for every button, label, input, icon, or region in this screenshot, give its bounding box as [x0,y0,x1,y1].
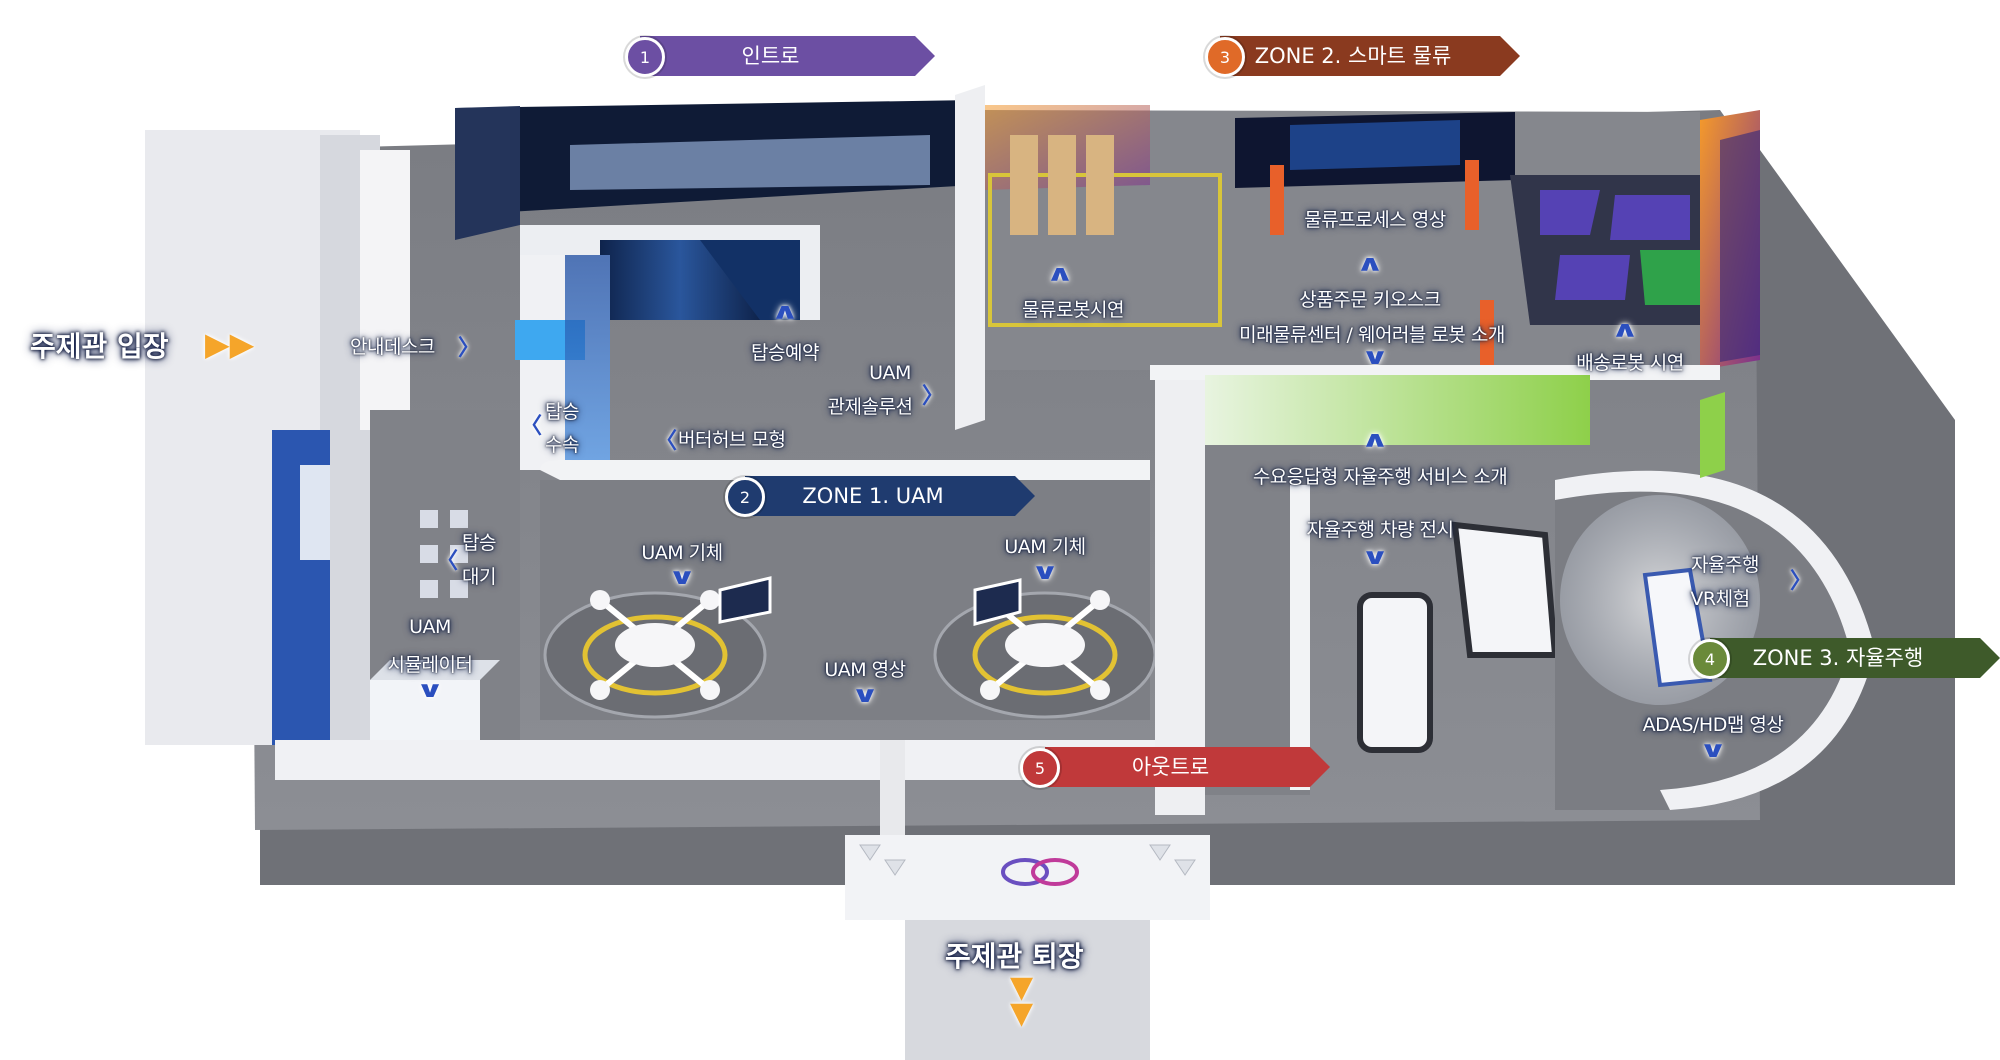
exit-arrow-icon: ▼▼ [1010,970,1034,1031]
label-uam-control-line1: UAM [869,362,911,384]
banner-shape [640,36,935,76]
label-product-kiosk: 상품주문 키오스크 [1299,289,1441,311]
label-uam-video: UAM 영상 [824,659,906,681]
label-vehicle-display: 자율주행 차량 전시 [1306,519,1454,541]
zone-banner-label: ZONE 3. 자율주행 [1752,646,1924,670]
chevron-up-icon: ∨ [1360,428,1390,453]
zone-banner-label: 인트로 [741,44,800,68]
chevron-left-icon: 〉 [436,549,459,574]
label-delivery-robot: 배송로봇 시연 [1576,352,1684,374]
banner-shape [1045,747,1330,787]
label-uam-control-line2: 관제솔루션 [827,396,913,418]
zone-number-badge: 1 [625,37,665,77]
entrance-label: 주제관 입장 [30,330,169,363]
zone-number-badge: 3 [1205,37,1245,77]
chevron-right-icon: 〉 [1790,569,1813,594]
label-uam-aircraft-left: UAM 기체 [641,542,723,564]
chevron-right-icon: 〉 [458,336,481,361]
label-vr-line1: 자율주행 [1691,554,1759,576]
zone-number-badge: 2 [725,477,765,517]
label-adas-video: ADAS/HD맵 영상 [1642,714,1784,736]
zone-banner-label: 아웃트로 [1131,755,1210,779]
chevron-down-icon: ∨ [1030,560,1060,585]
exit-label: 주제관 퇴장 [945,940,1084,973]
label-waiting-line2: 대기 [462,566,496,588]
label-vr-line2: VR체험 [1690,588,1750,610]
label-boarding-pass-line2: 수속 [545,434,579,456]
zone-banner-label: ZONE 1. UAM [802,484,944,508]
chevron-up-icon: ∨ [1355,252,1385,277]
banner-shape [1710,638,2000,678]
label-waiting-line1: 탑승 [462,532,496,554]
label-logistics-robot: 물류로봇시연 [1022,299,1124,321]
zone-banner-intro: 인트로 [640,36,935,76]
chevron-right-icon: 〉 [922,384,945,409]
label-logistics-process-video: 물류프로세스 영상 [1304,209,1446,231]
label-vertiport-model: 버터허브 모형 [678,429,786,451]
chevron-down-icon: ∨ [667,565,697,590]
chevron-left-icon: 〉 [655,429,678,454]
zone-banner-outro: 아웃트로 [1045,747,1330,787]
chevron-down-icon: ∨ [1360,545,1390,570]
label-future-logistics: 미래물류센터 / 웨어러블 로봇 소개 [1239,324,1505,346]
label-simulator-line2: 시뮬레이터 [387,654,473,676]
zone-number-badge: 5 [1020,748,1060,788]
banner-shape [745,476,1035,516]
zone-number-badge: 4 [1690,639,1730,679]
chevron-up-icon: ∨ [1045,262,1075,287]
chevron-up-icon: ∨ [770,300,800,325]
label-booking: 탑승예약 [751,342,819,364]
chevron-left-icon: 〉 [520,414,543,439]
label-demand-service: 수요응답형 자율주행 서비스 소개 [1252,466,1508,488]
label-uam-aircraft-right: UAM 기체 [1004,536,1086,558]
entrance-arrow-icon: ▶▶ [205,325,255,363]
label-info-desk: 안내데스크 [350,336,435,358]
chevron-up-icon: ∨ [1610,318,1640,343]
chevron-down-icon: ∨ [850,683,880,708]
chevron-down-icon: ∨ [1360,345,1390,370]
zone-banner-smart-logistics: ZONE 2. 스마트 물류 [1220,36,1520,76]
label-boarding-pass-line1: 탑승 [545,401,579,423]
banner-shape [1220,36,1520,76]
zone-banner-uam: ZONE 1. UAM [745,476,1035,516]
label-simulator-line1: UAM [409,616,451,638]
chevron-down-icon: ∨ [1698,738,1728,763]
zone-banner-label: ZONE 2. 스마트 물류 [1254,44,1452,68]
chevron-down-icon: ∨ [415,678,445,703]
zone-banner-autonomous: ZONE 3. 자율주행 [1710,638,2000,678]
